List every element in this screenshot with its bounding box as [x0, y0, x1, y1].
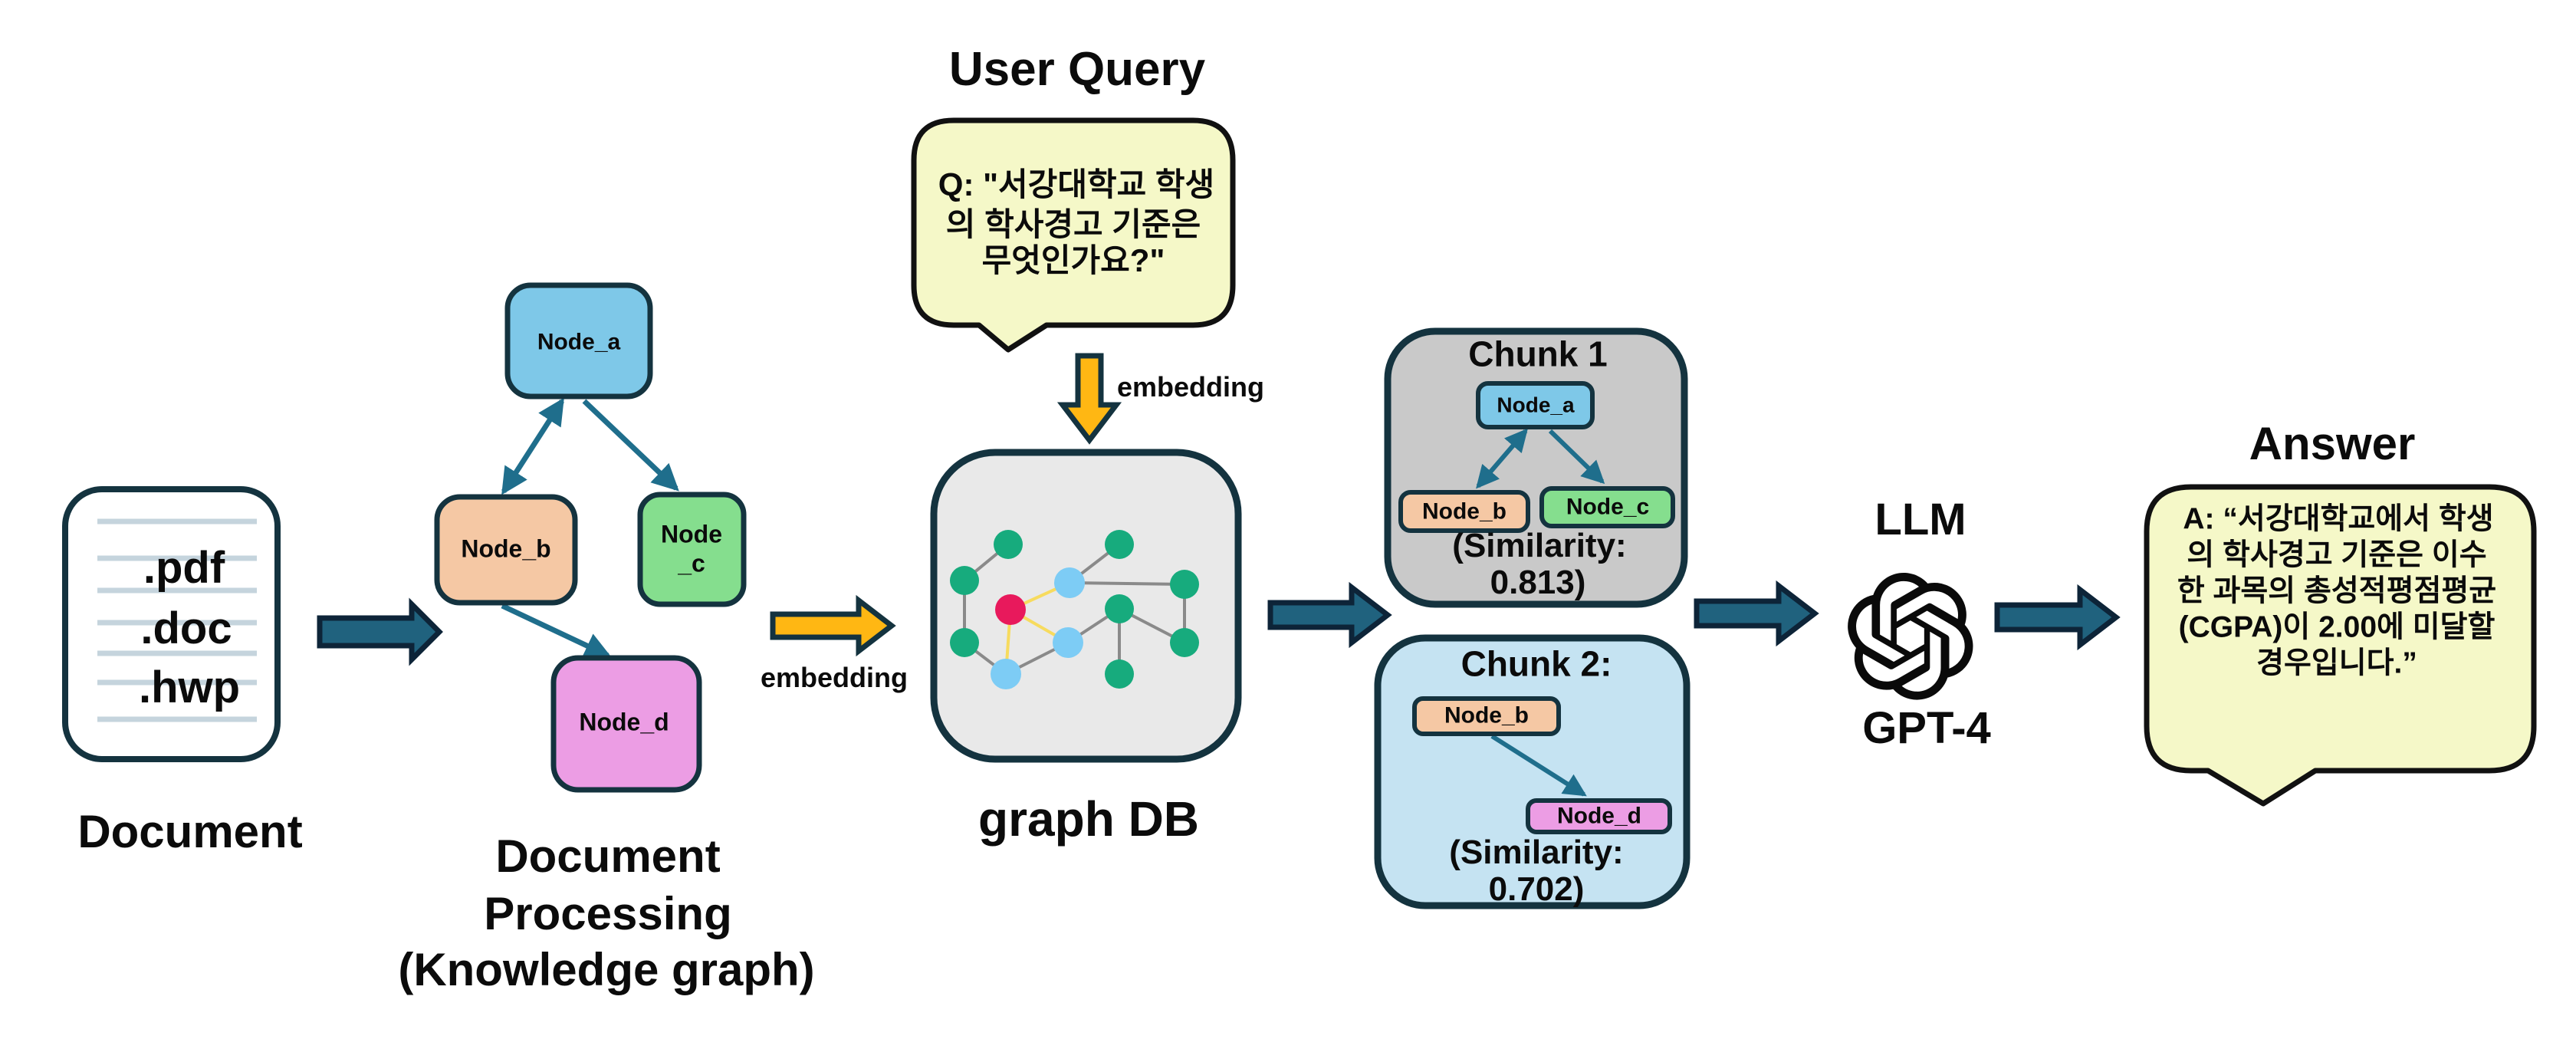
chunk1-similarity-line1: (Similarity: — [1452, 526, 1627, 564]
kg-node-d-label: Node_d — [579, 708, 669, 736]
document-stage-label: Document — [77, 806, 303, 857]
kg-node-c-label-line2: _c — [678, 549, 705, 577]
edge-a-c — [582, 399, 679, 492]
document-icon — [62, 486, 281, 762]
chunk2-node-b-label: Node_b — [1444, 702, 1530, 728]
knowledge-graph — [434, 282, 747, 793]
kg-node-a-label: Node_a — [537, 329, 621, 355]
file-type-hwp: .hwp — [138, 663, 241, 713]
user-query-line1: Q: "서강대학교 학생 — [938, 166, 1215, 202]
knowledge-graph-edges — [501, 397, 679, 659]
openai-logo-icon — [1848, 573, 1973, 700]
chunk1-node-a-label: Node_a — [1497, 393, 1575, 417]
embedding-label-query: embedding — [1116, 371, 1265, 403]
user-query-title: User Query — [948, 42, 1206, 96]
chunk2-box — [1374, 634, 1691, 909]
chunk1-node-b-label: Node_b — [1421, 498, 1507, 524]
answer-line2: 의 학사경고 기준은 이수 — [2187, 538, 2487, 572]
processing-label-line3: (Knowledge graph) — [398, 944, 815, 995]
user-query-line2: 의 학사경고 기준은 — [945, 206, 1201, 242]
answer-line4: (CGPA)이 2.00에 미달할 — [2178, 610, 2496, 644]
document-text-lines — [97, 518, 257, 722]
chunk1-node-c — [1539, 486, 1675, 528]
arrow-right-icon — [1994, 584, 2121, 651]
answer-title: Answer — [2249, 418, 2416, 469]
speech-bubble — [911, 117, 1236, 353]
graph-db-box — [930, 449, 1242, 763]
graph-network-nodes — [950, 530, 1199, 689]
kg-node-d — [550, 655, 702, 793]
arrow-right-icon — [1267, 581, 1392, 649]
chunk1-title: Chunk 1 — [1468, 334, 1608, 374]
arrow-right-icon — [1694, 580, 1819, 647]
processing-label-line1: Document — [495, 830, 721, 882]
kg-node-b-label: Node_b — [461, 534, 551, 563]
kg-node-c — [637, 492, 747, 607]
processing-label-line2: Processing — [484, 888, 732, 939]
answer-line3: 한 과목의 총성적평점평균 — [2177, 574, 2497, 608]
arrow-down-icon — [1056, 353, 1122, 445]
chunk2-node-d — [1526, 798, 1672, 834]
edge-b-d — [501, 603, 612, 659]
graph-db-label: graph DB — [978, 791, 1199, 847]
chunk1-node-b — [1398, 490, 1530, 533]
llm-model-label: GPT-4 — [1862, 703, 1991, 754]
chunk2-edge — [1490, 734, 1587, 797]
file-type-doc: .doc — [140, 603, 232, 654]
arrow-right-icon — [770, 594, 896, 657]
chunk2-node-b — [1412, 696, 1561, 736]
file-type-pdf: .pdf — [143, 543, 225, 594]
chunk1-similarity-line2: 0.813) — [1490, 563, 1586, 601]
chunk2-node-d-label: Node_d — [1556, 803, 1642, 829]
kg-node-c-label-line1: Node — [661, 520, 722, 548]
answer-line5: 경우입니다.” — [2256, 646, 2417, 680]
answer-line1: A: “서강대학교에서 학생 — [2183, 502, 2494, 536]
chunk1-node-c-label: Node_c — [1566, 494, 1650, 520]
speech-bubble — [2144, 484, 2537, 807]
user-query-line3: 무엇인가요?" — [981, 242, 1165, 278]
edge-a-b — [501, 397, 564, 495]
chunk1-edges — [1476, 428, 1605, 489]
llm-label: LLM — [1875, 495, 1967, 545]
graph-query-node — [995, 594, 1026, 625]
chunk2-title: Chunk 2: — [1460, 643, 1612, 684]
graph-network — [950, 530, 1199, 689]
chunk1-node-a — [1476, 381, 1595, 429]
arrow-right-icon — [317, 597, 443, 666]
chunk2-similarity-line1: (Similarity: — [1449, 833, 1624, 871]
chunk2-similarity-line2: 0.702) — [1488, 870, 1585, 908]
kg-node-a — [504, 282, 653, 400]
chunk1-box — [1384, 327, 1688, 608]
embedding-label-doc: embedding — [760, 662, 909, 694]
kg-node-b — [434, 494, 578, 606]
